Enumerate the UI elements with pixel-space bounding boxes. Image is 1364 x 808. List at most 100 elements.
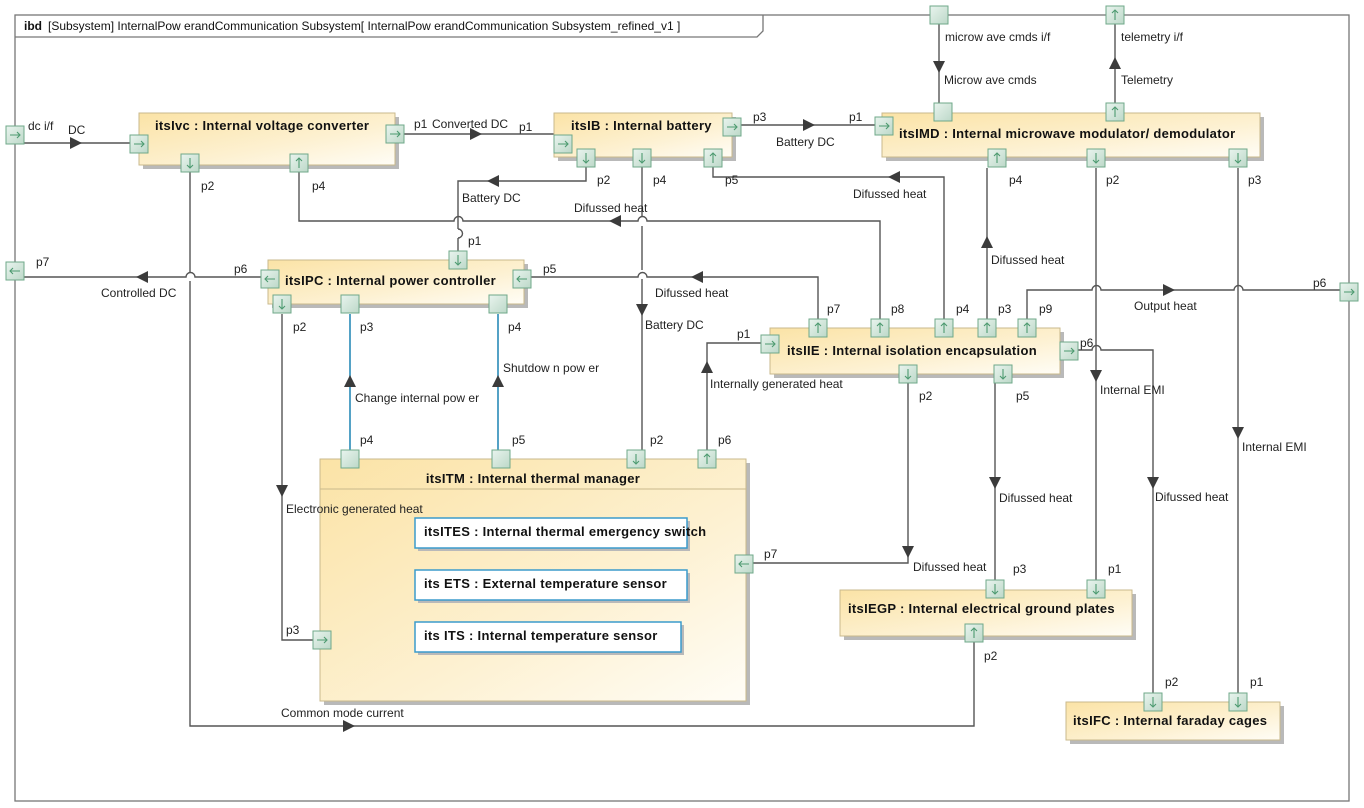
arrow-up-icon — [1023, 322, 1031, 333]
block-internal-microwave-modulator[interactable]: itsIMD : Internal microwave modulator/ d… — [881, 112, 1264, 161]
flow-label-converted-dc: Converted DC — [432, 117, 508, 131]
port-iie-p3[interactable] — [977, 318, 997, 338]
port-label: p2 — [1106, 173, 1120, 187]
arrow-down-icon — [1234, 153, 1242, 164]
port-imd-p4[interactable] — [987, 148, 1007, 168]
connector-difussed-heat-itm[interactable] — [752, 383, 909, 564]
arrow-up-icon — [814, 322, 822, 333]
part-label: its ETS : External temperature sensor — [424, 576, 667, 591]
port-ipc-p4[interactable] — [488, 294, 508, 314]
port-ib-p1[interactable] — [553, 134, 573, 154]
connector-internally-generated-heat[interactable] — [706, 342, 764, 452]
port-iie-p2[interactable] — [898, 364, 918, 384]
block-internal-faraday-cages[interactable]: itsIFC : Internal faraday cages — [1065, 701, 1284, 744]
part-internal-thermal-emergency-switch[interactable]: itsITES : Internal thermal emergency swi… — [414, 517, 706, 551]
part-external-temperature-sensor[interactable]: its ETS : External temperature sensor — [414, 569, 690, 603]
port-imd-p1[interactable] — [874, 116, 894, 136]
port-iegp-p2[interactable] — [964, 623, 984, 643]
port-itm-p5[interactable] — [491, 449, 511, 469]
boundary-port-dc-if[interactable] — [5, 125, 25, 145]
arrow-up-icon — [709, 152, 717, 163]
part-internal-temperature-sensor[interactable]: its ITS : Internal temperature sensor — [414, 621, 684, 655]
port-ipc-p5[interactable] — [512, 269, 532, 289]
port-ifc-p1[interactable] — [1228, 692, 1248, 712]
connector-difussed-heat-ipc[interactable] — [520, 271, 819, 321]
port-ipc-p6[interactable] — [260, 269, 280, 289]
port-iegp-p1[interactable] — [1086, 579, 1106, 599]
port-ib-p4[interactable] — [632, 148, 652, 168]
arrow-up-icon — [970, 627, 978, 638]
arrow-up-icon — [983, 322, 991, 333]
port-label-microwave-if: microw ave cmds i/f — [945, 30, 1051, 44]
port-iie-p1[interactable] — [760, 334, 780, 354]
port-ipc-p3[interactable] — [340, 294, 360, 314]
connector-difussed-heat-ib[interactable] — [712, 167, 945, 320]
port-label: p3 — [286, 623, 300, 637]
port-ib-p2[interactable] — [576, 148, 596, 168]
arrow-change-internal-power — [344, 375, 356, 387]
port-itm-p3[interactable] — [312, 630, 332, 650]
port-label: p1 — [414, 117, 428, 131]
arrow-common-mode-current — [343, 720, 355, 732]
connector-output-heat[interactable] — [1026, 284, 1341, 321]
port-lvc-p2[interactable] — [180, 153, 200, 173]
connector-electronic-generated-heat[interactable] — [281, 314, 313, 641]
boundary-port-microwave-if[interactable] — [929, 5, 949, 25]
arrow-right-icon — [879, 122, 890, 130]
boundary-port-p6[interactable] — [1339, 282, 1359, 302]
block-internal-thermal-manager[interactable]: itsITM : Internal thermal manager itsITE… — [319, 458, 750, 705]
port-label: p5 — [543, 262, 557, 276]
connector-common-mode-current[interactable] — [189, 166, 975, 727]
flow-label-difussed-heat: Difussed heat — [1155, 490, 1229, 504]
arrow-battery-dc-imd — [803, 119, 815, 131]
port-itm-p4[interactable] — [340, 449, 360, 469]
port-itm-p7[interactable] — [734, 554, 754, 574]
port-imd-telemetry[interactable] — [1105, 102, 1125, 122]
port-imd-p3[interactable] — [1228, 148, 1248, 168]
block-internal-power-controller[interactable]: itsIPC : Internal power controller — [267, 259, 528, 308]
port-itm-p2[interactable] — [626, 449, 646, 469]
port-imd-microwave[interactable] — [933, 102, 953, 122]
arrow-battery-dc-itm — [636, 304, 648, 316]
arrow-converted-dc — [470, 128, 482, 140]
block-label: itsIFC : Internal faraday cages — [1073, 713, 1267, 728]
port-ifc-p2[interactable] — [1143, 692, 1163, 712]
port-label: p2 — [650, 433, 664, 447]
port-iie-p8[interactable] — [870, 318, 890, 338]
arrow-battery-dc-ipc — [487, 175, 499, 187]
port-lvc-p3[interactable] — [129, 134, 149, 154]
frame-title-text: [Subsystem] InternalPow erandCommunicati… — [48, 19, 680, 33]
port-imd-p2[interactable] — [1086, 148, 1106, 168]
port-iie-p6[interactable] — [1059, 341, 1079, 361]
connector-difussed-heat-ifc[interactable] — [1076, 344, 1154, 713]
port-iie-p7[interactable] — [808, 318, 828, 338]
connector-battery-dc-ipc[interactable] — [457, 167, 587, 252]
flow-label-battery-dc: Battery DC — [462, 191, 521, 205]
port-ipc-p2[interactable] — [272, 294, 292, 314]
port-label: p2 — [1165, 675, 1179, 689]
block-internal-electrical-ground-plates[interactable]: itsIEGP : Internal electrical ground pla… — [839, 589, 1136, 640]
port-ib-p5[interactable] — [703, 148, 723, 168]
port-itm-p6[interactable] — [697, 449, 717, 469]
port-iegp-p3[interactable] — [985, 579, 1005, 599]
flow-label-difussed-heat: Difussed heat — [913, 560, 987, 574]
port-iie-p9[interactable] — [1017, 318, 1037, 338]
port-label-boundary-p7: p7 — [36, 255, 50, 269]
port-iie-p5[interactable] — [993, 364, 1013, 384]
port-label: p6 — [718, 433, 732, 447]
boundary-port-p7[interactable] — [5, 261, 25, 281]
port-ipc-p1[interactable] — [448, 250, 468, 270]
boundary-port-telemetry-if[interactable] — [1105, 5, 1125, 25]
port-lvc-p4[interactable] — [289, 153, 309, 173]
port-iie-p4[interactable] — [934, 318, 954, 338]
block-internal-voltage-converter[interactable]: itsIvc : Internal voltage converter — [138, 112, 399, 169]
connector-controlled-dc[interactable] — [23, 271, 262, 278]
part-label: its ITS : Internal temperature sensor — [424, 628, 658, 643]
arrow-shutdown-power — [492, 375, 504, 387]
port-label: p4 — [508, 320, 522, 334]
connector-difussed-heat-lvc[interactable] — [298, 166, 881, 320]
arrow-left-icon — [264, 275, 275, 283]
port-lvc-p1[interactable] — [385, 124, 405, 144]
port-ib-p3[interactable] — [722, 117, 742, 137]
